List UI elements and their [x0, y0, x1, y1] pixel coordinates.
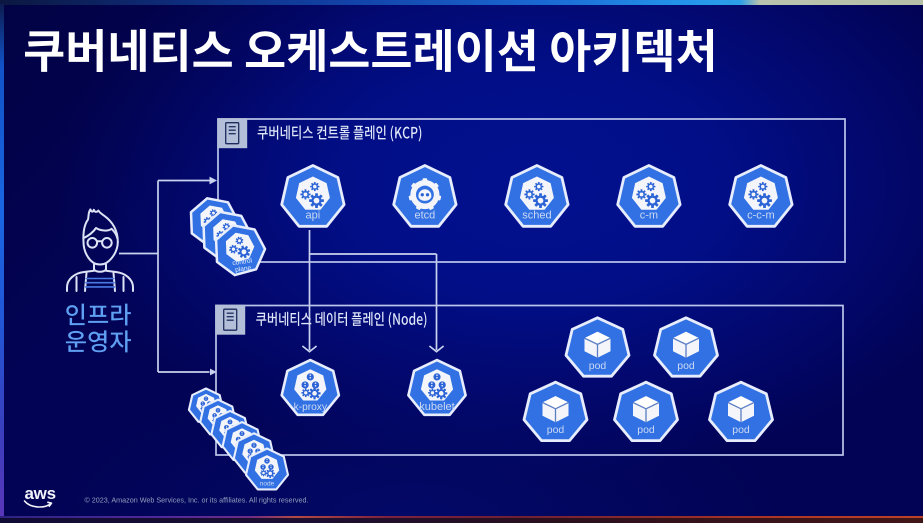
svg-text:pod: pod: [677, 360, 695, 372]
svg-text:api: api: [306, 210, 321, 222]
svg-text:sched: sched: [522, 210, 551, 222]
svg-text:control: control: [232, 257, 253, 267]
svg-text:© 2023, Amazon Web Services, I: © 2023, Amazon Web Services, Inc. or its…: [85, 496, 309, 505]
svg-text:k-proxy: k-proxy: [294, 402, 328, 413]
svg-text:pod: pod: [589, 360, 607, 372]
svg-text:pod: pod: [732, 424, 750, 436]
svg-text:plane: plane: [235, 265, 252, 274]
svg-text:c-c-m: c-c-m: [747, 210, 775, 222]
svg-text:etcd: etcd: [415, 210, 436, 222]
svg-text:aws: aws: [25, 484, 56, 503]
svg-text:kubelet: kubelet: [419, 401, 454, 413]
svg-text:node: node: [260, 481, 275, 488]
svg-text:pod: pod: [637, 424, 655, 436]
svg-text:pod: pod: [547, 424, 565, 436]
svg-text:c-m: c-m: [640, 210, 658, 222]
